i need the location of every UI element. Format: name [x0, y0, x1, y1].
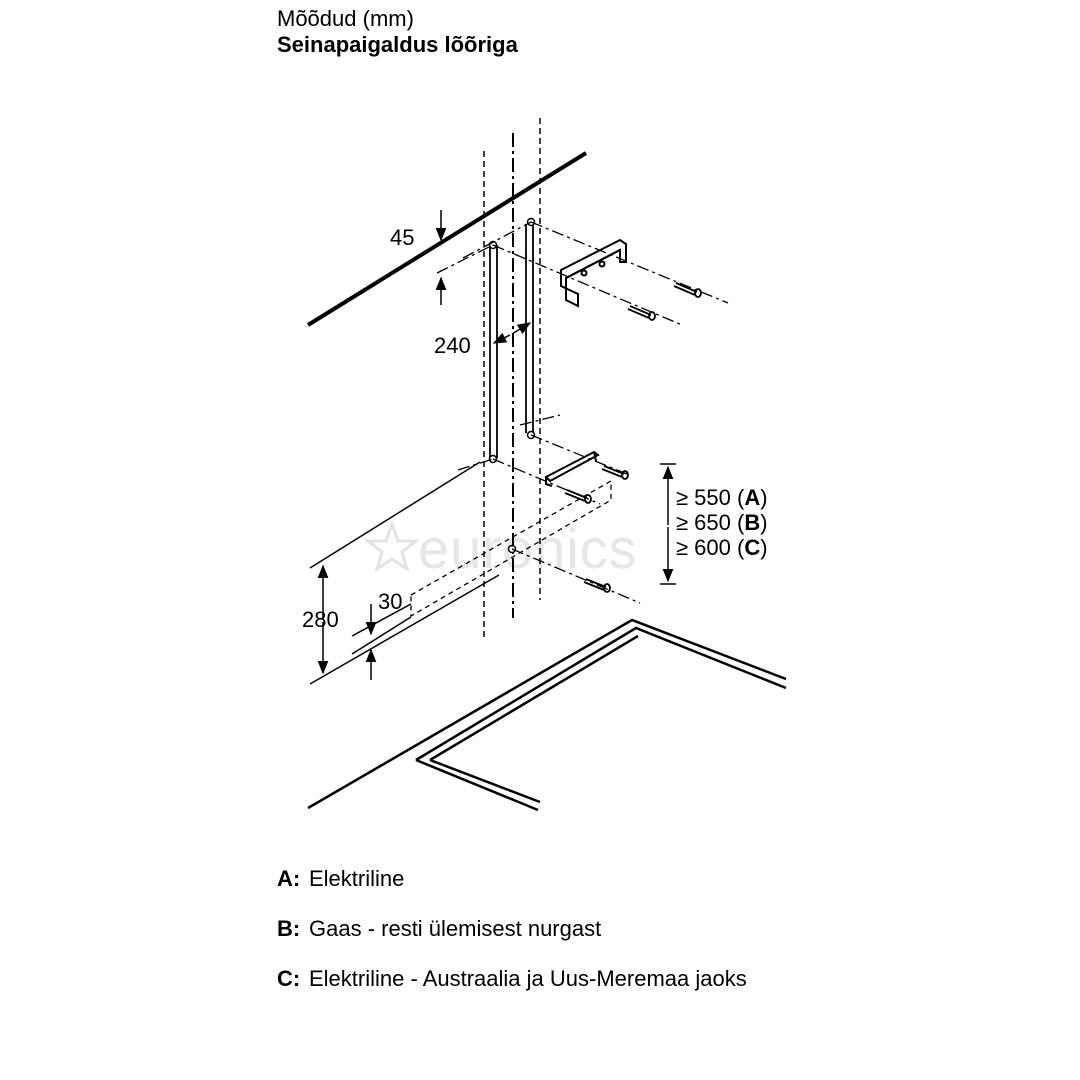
watermark-star-icon	[363, 519, 421, 573]
lower-screws	[564, 465, 629, 593]
clearance-a-label: ≥ 550 (A)	[676, 485, 768, 510]
dimension-240-label: 240	[434, 333, 471, 358]
chimney-outline-dashed	[483, 118, 541, 640]
legend-item-b: B: Gaas - resti ülemisest nurgast	[277, 916, 837, 942]
legend-key: B:	[277, 916, 301, 941]
cooktop-outline	[307, 618, 787, 812]
ceiling-line	[306, 151, 588, 327]
title-block: Mõõdud (mm) Seinapaigaldus lõõriga	[277, 6, 518, 58]
legend-text: Elektriline	[309, 866, 405, 891]
units-label: Mõõdud (mm)	[277, 6, 414, 31]
clearance-b-label: ≥ 650 (B)	[676, 510, 768, 535]
legend-item-a: A: Elektriline	[277, 866, 837, 892]
clearance-labels: ≥ 550 (A) ≥ 650 (B) ≥ 600 (C)	[676, 485, 768, 560]
lower-bracket	[544, 450, 600, 487]
hood-outline-dashed	[410, 479, 612, 618]
legend-item-c: C: Elektriline - Austraalia ja Uus-Merem…	[277, 966, 757, 992]
reference-lines	[309, 461, 676, 685]
legend-key: A:	[277, 866, 301, 891]
diagram-title: Seinapaigaldus lõõriga	[277, 32, 518, 57]
legend-key: C:	[277, 966, 301, 991]
legend-text: Gaas - resti ülemisest nurgast	[309, 916, 602, 941]
upper-screws	[627, 282, 702, 321]
dimension-280-label: 280	[302, 607, 339, 632]
dimension-240	[492, 322, 532, 344]
legend: A: Elektriline B: Gaas - resti ülemisest…	[277, 866, 837, 1016]
clearance-c-label: ≥ 600 (C)	[676, 535, 768, 560]
watermark: euronics	[363, 517, 637, 580]
dimension-30-label: 30	[378, 589, 402, 614]
upper-bracket	[560, 238, 627, 308]
dimension-45-label: 45	[390, 225, 414, 250]
legend-text: Elektriline - Austraalia ja Uus-Meremaa …	[309, 966, 747, 991]
